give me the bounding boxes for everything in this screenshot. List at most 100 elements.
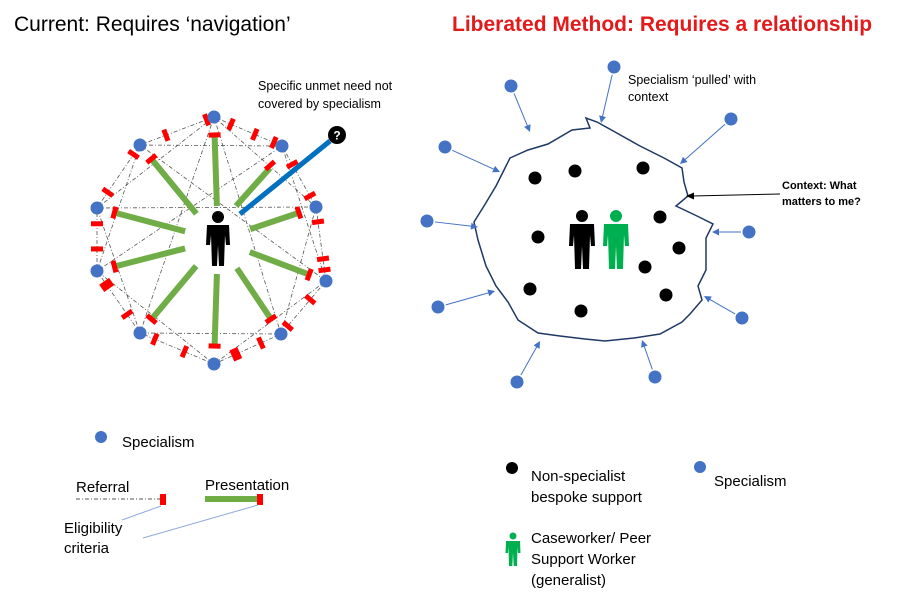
eligibility-criteria-mark xyxy=(318,266,331,274)
specialism-dot xyxy=(431,300,445,314)
non-specialist-dot xyxy=(568,164,582,178)
pull-arrowhead xyxy=(712,228,719,236)
specialism-dot xyxy=(735,311,749,325)
legend-non-specialist-line-1: Non-specialist xyxy=(531,468,626,485)
non-specialist-dot xyxy=(531,230,545,244)
unmet-need-question-mark: ? xyxy=(333,129,340,143)
context-boundary xyxy=(473,116,715,342)
eligibility-criteria-mark xyxy=(281,320,294,332)
specialism-dot xyxy=(420,214,434,228)
eligibility-criteria-mark xyxy=(304,293,317,306)
specialism-dot xyxy=(275,139,289,153)
eligibility-criteria-mark xyxy=(256,336,266,350)
pull-arrowhead xyxy=(533,341,540,349)
eligibility-criteria-mark xyxy=(232,347,243,360)
eligibility-criteria-mark xyxy=(101,281,115,292)
context-note-line-1: Context: What xyxy=(782,180,857,192)
specialism-dot xyxy=(504,79,518,93)
specialism-dot xyxy=(742,225,756,239)
specialism-pull-arrows xyxy=(420,60,756,389)
eligibility-criteria-mark xyxy=(250,127,260,141)
referral-line xyxy=(96,206,317,209)
legend-non-specialist-line-2: bespoke support xyxy=(531,489,643,506)
specialism-dot xyxy=(90,201,104,215)
eligibility-criteria-mark xyxy=(294,206,304,220)
pull-arrow-line xyxy=(434,221,474,227)
non-specialist-dot xyxy=(672,241,686,255)
current-navigation-network xyxy=(90,110,333,371)
presentation-bar xyxy=(211,273,220,347)
presentation-bar xyxy=(249,209,300,232)
eligibility-criteria-mark xyxy=(161,128,171,142)
presentation-bar xyxy=(113,245,186,270)
eligibility-criteria-mark xyxy=(145,313,158,325)
legend-eligibility-pointer-2 xyxy=(142,504,259,539)
pull-arrow-line xyxy=(452,149,496,171)
left-title: Current: Requires ‘navigation’ xyxy=(14,13,291,36)
eligibility-criteria-mark xyxy=(120,308,134,320)
unmet-need-label-line-1: Specific unmet need not xyxy=(258,79,393,93)
eligibility-criteria-mark xyxy=(208,343,221,349)
presentation-bar xyxy=(149,264,199,322)
presentation-bar xyxy=(248,249,311,278)
pull-arrowhead xyxy=(524,124,531,132)
referral-line xyxy=(139,144,283,147)
legend-referral-eligibility-mark xyxy=(160,494,166,505)
eligibility-criteria-mark xyxy=(99,277,112,289)
presentation-bar xyxy=(211,134,220,207)
referral-line xyxy=(139,116,215,334)
non-specialist-support-dots xyxy=(523,161,686,318)
eligibility-criteria-mark xyxy=(150,332,160,346)
legend-specialism-label: Specialism xyxy=(122,434,195,451)
non-specialist-dot xyxy=(528,171,542,185)
non-specialist-dot xyxy=(638,260,652,274)
legend-right-specialism-dot xyxy=(694,461,706,473)
pull-arrowhead xyxy=(680,156,688,164)
presentation-bar xyxy=(149,157,199,216)
eligibility-criteria-mark xyxy=(208,132,221,138)
pull-arrowhead xyxy=(704,296,712,303)
presentation-bar xyxy=(113,209,186,235)
pull-arrowhead xyxy=(492,165,500,173)
presentation-bar xyxy=(234,266,274,321)
eligibility-criteria-mark xyxy=(263,159,277,172)
specialism-dot xyxy=(438,140,452,154)
unmet-need-marker xyxy=(328,126,346,144)
eligibility-criteria-mark xyxy=(264,313,278,325)
presentation-bar xyxy=(233,165,273,209)
pull-arrow-line xyxy=(708,298,736,315)
legend-right-specialism-label: Specialism xyxy=(714,473,787,490)
eligibility-criteria-mark xyxy=(285,159,299,170)
context-note-line-2: matters to me? xyxy=(782,196,861,208)
eligibility-criteria-mark xyxy=(229,348,239,362)
specialism-dot xyxy=(207,110,221,124)
pull-arrow-line xyxy=(513,93,529,128)
referral-line xyxy=(139,144,327,282)
referral-line xyxy=(213,116,283,147)
legend-referral-label: Referral xyxy=(76,479,129,496)
specialism-dot xyxy=(648,370,662,384)
eligibility-criteria-mark xyxy=(110,260,119,273)
pulled-note-line-2: context xyxy=(628,90,669,104)
referral-line xyxy=(213,333,282,365)
pulled-note-line-1: Specialism ‘pulled’ with xyxy=(628,73,756,87)
legend-eligibility-pointer-1 xyxy=(121,505,162,521)
non-specialist-dot xyxy=(523,282,537,296)
legend-caseworker-line-1: Caseworker/ Peer xyxy=(531,530,651,547)
legend-specialism-dot xyxy=(95,431,107,443)
person-icon xyxy=(569,210,595,269)
pull-arrowhead xyxy=(470,222,478,230)
eligibility-criteria-mark xyxy=(202,113,212,127)
referral-line xyxy=(96,207,141,334)
specialism-dot xyxy=(133,138,147,152)
specialism-dot xyxy=(90,264,104,278)
referral-line xyxy=(139,332,215,365)
caseworker-icon xyxy=(603,210,629,269)
eligibility-criteria-mark xyxy=(226,117,236,131)
eligibility-criteria-mark xyxy=(127,149,140,160)
non-specialist-dot xyxy=(653,210,667,224)
pull-arrow-line xyxy=(643,344,653,370)
legend-non-specialist-dot xyxy=(506,462,518,474)
eligibility-criteria-mark xyxy=(110,206,119,220)
